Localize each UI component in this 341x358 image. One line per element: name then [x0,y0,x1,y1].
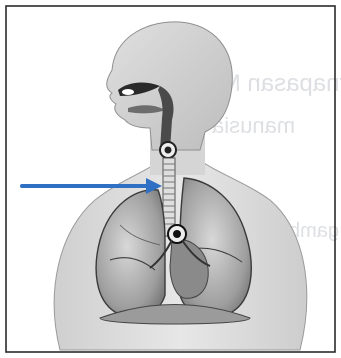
nostril-highlight [122,89,134,95]
bronchi-center [173,230,181,238]
larynx-center [165,147,172,154]
